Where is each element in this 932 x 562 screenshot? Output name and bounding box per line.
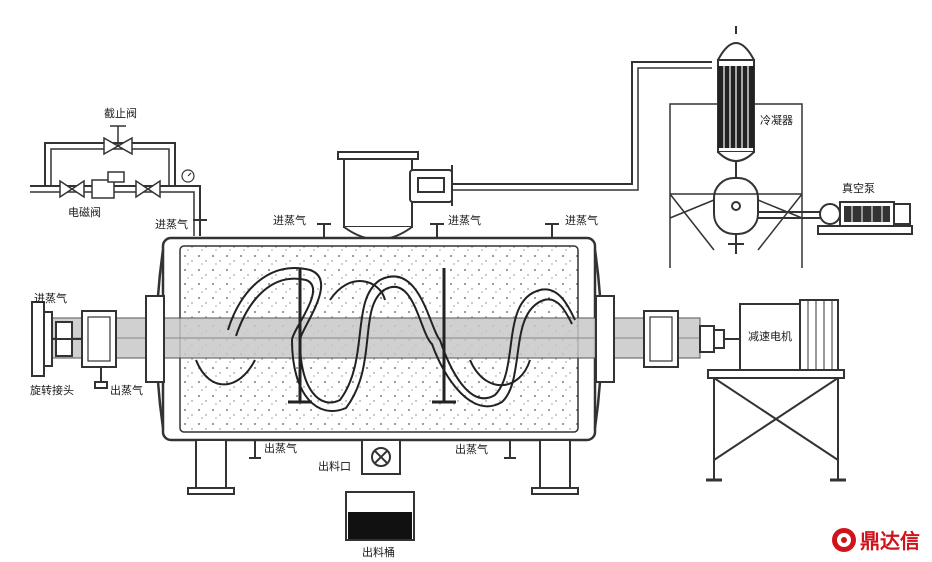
steam-outlet-nozzles xyxy=(249,440,516,459)
label-discharge-port: 出料口 xyxy=(318,459,351,473)
label-steam-out-3: 出蒸气 xyxy=(455,442,488,456)
label-steam-in-3: 进蒸气 xyxy=(448,213,481,227)
coupling xyxy=(699,325,740,353)
condenser xyxy=(717,26,755,178)
label-stop-valve: 截止阀 xyxy=(104,106,137,120)
label-steam-out-1: 出蒸气 xyxy=(110,383,143,397)
discharge-bucket xyxy=(345,491,415,541)
vacuum-line xyxy=(452,61,712,191)
gear-motor xyxy=(739,299,839,375)
rotary-joint-icon xyxy=(31,301,108,389)
label-steam-in-4: 进蒸气 xyxy=(565,213,598,227)
condensate-receiver xyxy=(713,177,759,254)
stop-valve-icon xyxy=(103,125,133,156)
label-vacuum-pump: 真空泵 xyxy=(842,181,875,195)
vacuum-pump xyxy=(758,201,913,235)
label-rotary-joint: 旋转接头 xyxy=(30,383,74,397)
label-steam-in-2: 进蒸气 xyxy=(273,213,306,227)
label-condenser: 冷凝器 xyxy=(760,113,793,127)
solenoid-valve-icon xyxy=(59,171,161,199)
label-steam-out-2: 出蒸气 xyxy=(264,441,297,455)
label-solenoid-valve: 电磁阀 xyxy=(68,205,101,219)
brand-logo-icon xyxy=(832,527,856,552)
vacuum-outlet-filter xyxy=(409,165,453,206)
feed-hopper xyxy=(337,151,419,241)
label-steam-in-5: 进蒸气 xyxy=(34,291,67,305)
label-steam-in-1: 进蒸气 xyxy=(155,217,188,231)
discharge-valve-icon xyxy=(361,439,401,475)
pressure-gauge-icon xyxy=(181,169,195,183)
brand-name: 鼎达信 xyxy=(860,529,920,553)
motor-stand xyxy=(706,369,846,482)
brand-logo: 鼎达信 xyxy=(832,525,920,554)
label-gear-motor: 减速电机 xyxy=(748,329,792,343)
condenser-frame xyxy=(669,103,803,268)
label-discharge-bucket: 出料桶 xyxy=(362,545,395,559)
support-legs xyxy=(187,439,579,495)
ribbon-agitator xyxy=(195,267,576,413)
